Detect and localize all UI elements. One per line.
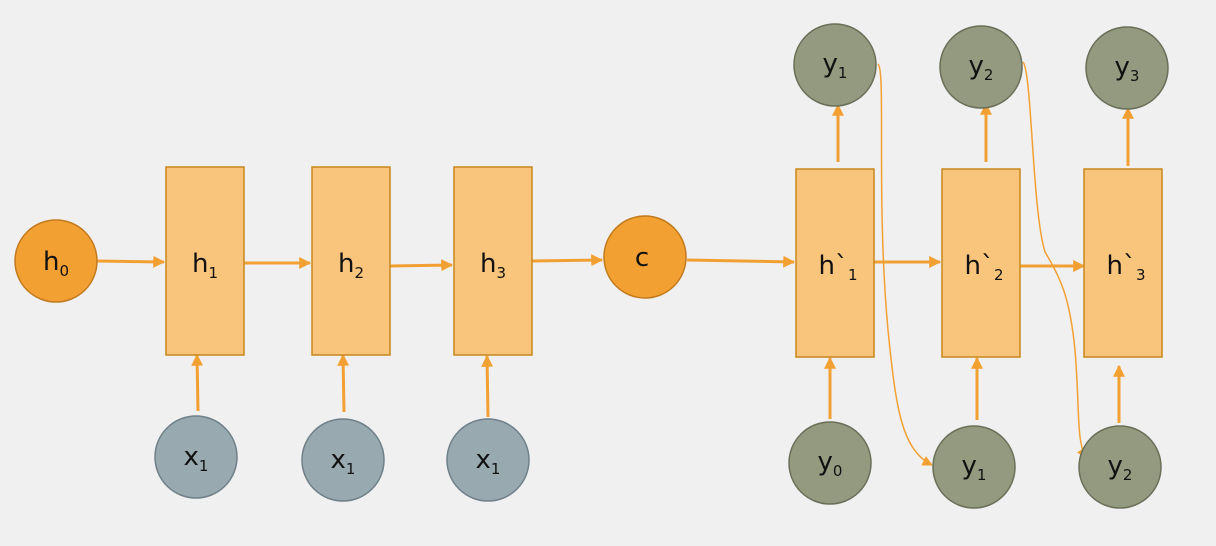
label-x1b: x1 — [331, 445, 356, 478]
node-x1a — [154, 415, 238, 499]
encoder-box-h3 — [453, 166, 533, 356]
label-h0: h0 — [43, 247, 69, 280]
feedback-curve-y2 — [1022, 61, 1087, 459]
label-y-in0: y0 — [818, 447, 843, 480]
label-y-out1: y1 — [823, 49, 848, 82]
node-y-out2 — [939, 25, 1023, 109]
arrow-c-to-hp1 — [686, 255, 796, 268]
node-y-in0 — [788, 421, 872, 505]
arrow-h0-to-h1 — [96, 255, 166, 268]
label-c: c — [635, 243, 649, 273]
arrow-x1b-to-h2 — [337, 353, 350, 413]
node-h0 — [14, 219, 98, 303]
label-y-in1: y1 — [962, 451, 987, 484]
encoder-box-h1 — [165, 166, 245, 356]
decoder-box-hp1 — [795, 168, 875, 358]
label-hp1: h`1 — [818, 251, 857, 284]
decoder-box-hp3 — [1083, 168, 1163, 358]
node-y-out3 — [1085, 26, 1169, 110]
label-h1: h1 — [192, 249, 218, 282]
arrow-h2-to-h3 — [389, 259, 454, 272]
label-hp2: h`2 — [964, 251, 1003, 284]
node-y-out1 — [793, 23, 877, 107]
label-hp3: h`3 — [1106, 251, 1145, 284]
label-x1a: x1 — [184, 442, 209, 475]
node-y-in2 — [1078, 425, 1162, 509]
arrow-h3-to-c — [531, 254, 604, 267]
node-x1c — [446, 418, 530, 502]
node-c — [603, 215, 687, 299]
feedback-curve-y1 — [877, 63, 933, 466]
label-x1c: x1 — [476, 445, 501, 478]
label-h2: h2 — [338, 249, 364, 282]
arrow-x1c-to-h3 — [481, 354, 494, 418]
node-y-in1 — [932, 425, 1016, 509]
label-y-in2: y2 — [1108, 451, 1133, 484]
arrow-x1a-to-h1 — [191, 353, 204, 412]
label-y-out3: y3 — [1115, 52, 1140, 85]
node-x1b — [301, 418, 385, 502]
decoder-box-hp2 — [941, 168, 1021, 358]
label-y-out2: y2 — [969, 51, 994, 84]
label-h3: h3 — [480, 249, 506, 282]
encoder-box-h2 — [311, 166, 391, 356]
